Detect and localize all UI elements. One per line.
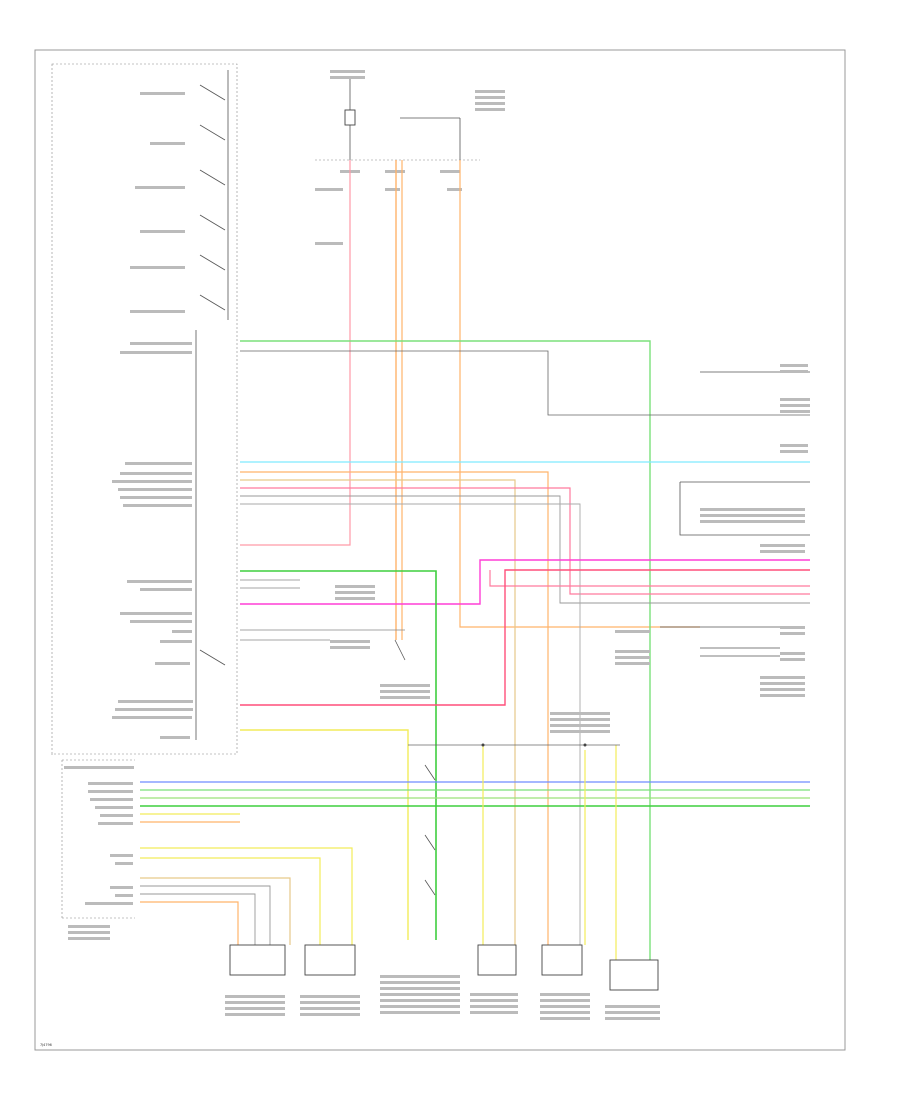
- sensor-connector-d: [541, 944, 583, 976]
- diagram-frame: [34, 49, 846, 1051]
- wire-orange-right: [459, 160, 700, 628]
- wire-green-top: [240, 340, 651, 960]
- wire-red-lower: [240, 569, 810, 706]
- wire-gray-1: [240, 495, 810, 604]
- wire-yellow-l2: [140, 847, 353, 945]
- wire-gray-l2: [140, 893, 256, 945]
- wire-pink-3: [489, 570, 810, 587]
- wire-tan-2: [240, 479, 516, 945]
- figure-id: 7J4796: [40, 1043, 52, 1047]
- wire-orange-l2: [140, 901, 239, 945]
- bottom-components: [225, 944, 660, 1020]
- wire-black-branch: [240, 350, 810, 416]
- wire-group: [140, 160, 810, 960]
- wire-pink-2: [240, 487, 810, 595]
- wire-yellow-l3: [140, 857, 321, 945]
- seat-control-module: [51, 63, 238, 755]
- wire-tan-1: [240, 471, 549, 945]
- lower-sensor-module: [61, 759, 135, 940]
- sensor-connector-c: [477, 944, 517, 976]
- wire-gray-l1: [140, 885, 271, 945]
- center-components: [330, 585, 610, 896]
- sensor-connector-a: [229, 944, 286, 976]
- wire-pink-power: [240, 160, 351, 546]
- sensor-connector-b: [304, 944, 356, 976]
- sensor-connector-e: [609, 959, 659, 991]
- wire-yellow-center: [240, 729, 409, 940]
- top-fuse-block: [315, 70, 505, 245]
- module-pin-labels: [112, 92, 193, 739]
- wire-bright-green: [240, 570, 437, 940]
- module-switches: [195, 70, 229, 740]
- right-connectors: [615, 364, 810, 697]
- wire-tan-l1: [140, 877, 291, 945]
- wire-magenta: [240, 559, 810, 605]
